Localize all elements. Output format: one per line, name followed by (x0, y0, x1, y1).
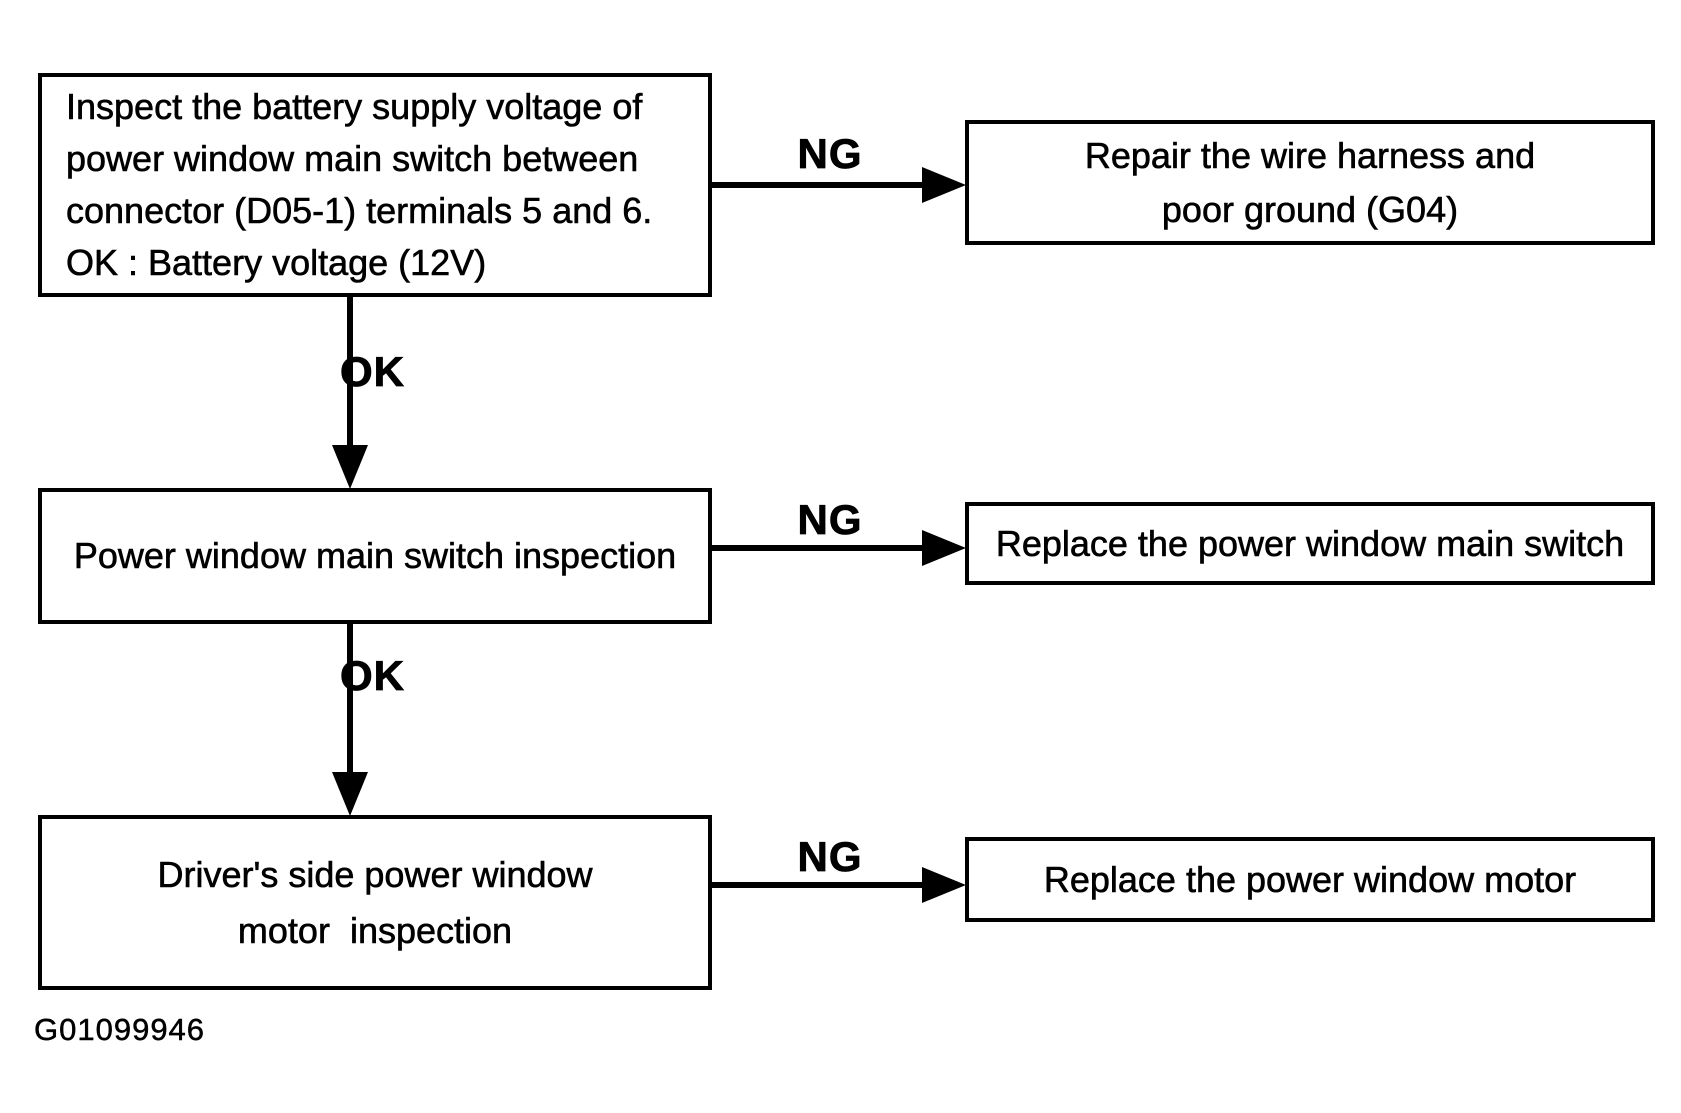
ok-arrow-1-line (347, 295, 353, 447)
process-box-text-line: OK : Battery voltage (12V) (66, 242, 487, 284)
ok-arrow-2-head-icon (332, 772, 368, 816)
ng-arrow-1-head-icon (922, 167, 966, 203)
action-box-replace-window-motor: Replace the power window motor (965, 837, 1655, 922)
process-box-text-line: Inspect the battery supply voltage of (66, 86, 643, 128)
ok-arrow-2-line (347, 622, 353, 774)
process-box-window-motor-inspection: Driver's side power window motor inspect… (38, 815, 712, 990)
action-box-text-line: Replace the power window main switch (995, 522, 1625, 564)
action-box-repair-wire-harness: Repair the wire harness and poor ground … (965, 120, 1655, 245)
ng-arrow-3-line (712, 882, 924, 888)
ng-arrow-1-line (712, 182, 924, 188)
action-box-text-line: Repair the wire harness and (1084, 134, 1536, 176)
process-box-text-line: Driver's side power window (157, 853, 593, 895)
ng-label-3: NG (797, 833, 863, 881)
process-box-text-line: Power window main switch inspection (73, 535, 677, 577)
process-box-main-switch-inspection: Power window main switch inspection (38, 488, 712, 624)
process-box-text-line: motor inspection (237, 909, 513, 951)
ok-label-2: OK (340, 652, 405, 700)
ng-arrow-2-head-icon (922, 530, 966, 566)
action-box-text-line: poor ground (G04) (1161, 188, 1459, 230)
ok-arrow-1-head-icon (332, 445, 368, 489)
action-box-text-line: Replace the power window motor (1043, 858, 1577, 900)
ok-label-1: OK (340, 348, 405, 396)
figure-id: G01099946 (34, 1012, 206, 1048)
process-box-text-line: power window main switch between (66, 138, 639, 180)
action-box-replace-main-switch: Replace the power window main switch (965, 502, 1655, 585)
process-box-text-line: connector (D05-1) terminals 5 and 6. (66, 190, 653, 232)
ng-arrow-3-head-icon (922, 867, 966, 903)
ng-label-2: NG (797, 496, 863, 544)
ng-label-1: NG (797, 130, 863, 178)
process-box-battery-voltage-inspection: Inspect the battery supply voltage of po… (38, 73, 712, 297)
ng-arrow-2-line (712, 545, 924, 551)
